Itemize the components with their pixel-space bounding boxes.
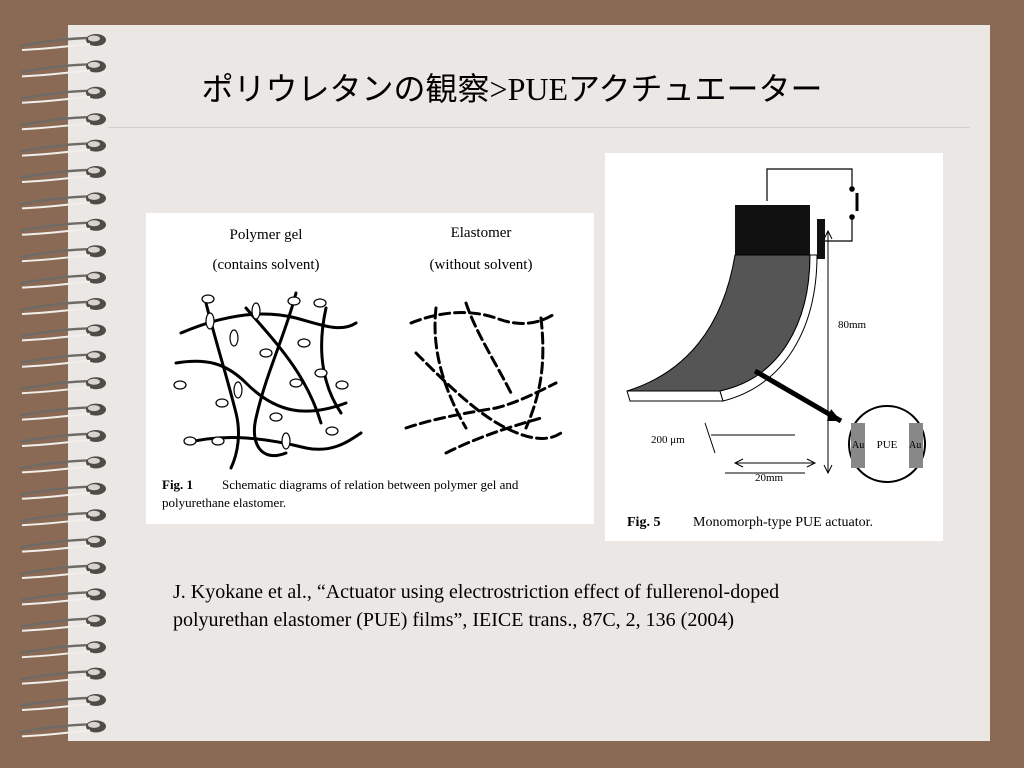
spiral-ring <box>19 89 93 100</box>
citation-line-1: J. Kyokane et al., “Actuator using elect… <box>173 581 780 603</box>
polymer-gel-diagram <box>174 291 363 470</box>
dim-20mm: 20mm <box>755 472 784 484</box>
spiral-ring <box>19 617 93 628</box>
zoom-au-right: Au <box>909 440 921 451</box>
spiral-ring <box>19 116 93 127</box>
spiral-ring <box>19 353 93 364</box>
spiral-ring <box>19 406 93 417</box>
solvent-molecules <box>173 294 349 450</box>
fig5-caption-label: Fig. 5 <box>627 515 660 530</box>
spiral-ring <box>19 300 93 312</box>
dim-80mm: 80mm <box>838 319 867 331</box>
spiral-ring <box>19 538 93 549</box>
spiral-ring <box>19 195 93 206</box>
fig1-heading-right: Elastomer <box>451 225 512 241</box>
zoom-au-left: Au <box>852 440 864 451</box>
title-divider <box>108 127 970 128</box>
fig5-caption-text: Monomorph-type PUE actuator. <box>693 515 873 530</box>
spiral-ring <box>19 591 93 602</box>
figure-5-image: 80mm 200 μm 20mm Au PUE Au Fig. 5 Monomo… <box>605 153 943 541</box>
figure-1-image: Polymer gel (contains solvent) Elastomer… <box>146 213 594 524</box>
spiral-ring <box>19 274 93 285</box>
spiral-ring <box>19 564 93 576</box>
spiral-ring <box>19 459 93 470</box>
spiral-ring <box>19 221 93 232</box>
pue-actuator-drawing <box>626 205 843 424</box>
citation-line-2: polyurethan elastomer (PUE) films”, IEIC… <box>173 609 734 631</box>
spiral-ring <box>19 723 93 734</box>
title-tail-latin: PUE <box>507 71 569 107</box>
spiral-ring <box>19 644 93 655</box>
elastomer-diagram <box>404 301 563 455</box>
spiral-ring <box>19 327 93 338</box>
spiral-binding <box>19 34 106 738</box>
spiral-ring <box>19 432 93 444</box>
title-sep: > <box>489 71 508 107</box>
slide-title: ポリウレタンの観察>PUEアクチュエーター <box>0 64 1024 110</box>
dimension-lines <box>704 229 833 475</box>
spiral-ring <box>19 485 93 496</box>
fig1-sub-right: (without solvent) <box>430 257 533 273</box>
fig1-sub-left: (contains solvent) <box>212 257 319 273</box>
spiral-ring <box>19 142 93 153</box>
fig1-heading-left: Polymer gel <box>230 227 303 243</box>
spiral-ring <box>19 36 93 48</box>
title-tail-jp: アクチュエーター <box>568 70 823 108</box>
spiral-ring <box>19 248 93 259</box>
dim-200um: 200 μm <box>651 434 685 446</box>
fig1-caption-label: Fig. 1 <box>162 477 193 492</box>
spiral-ring <box>19 380 93 391</box>
fig1-caption-line1: Schematic diagrams of relation between p… <box>222 477 519 492</box>
zoom-pue: PUE <box>877 439 898 451</box>
fig1-caption-line2: polyurethane elastomer. <box>162 495 286 510</box>
spiral-ring <box>19 696 93 708</box>
spiral-ring <box>19 670 93 681</box>
spiral-ring <box>19 512 93 523</box>
citation: J. Kyokane et al., “Actuator using elect… <box>173 578 933 634</box>
zoom-circle <box>848 405 926 483</box>
title-jp: ポリウレタンの観察 <box>201 70 490 108</box>
spiral-ring <box>19 168 93 180</box>
spiral-ring <box>19 63 93 74</box>
